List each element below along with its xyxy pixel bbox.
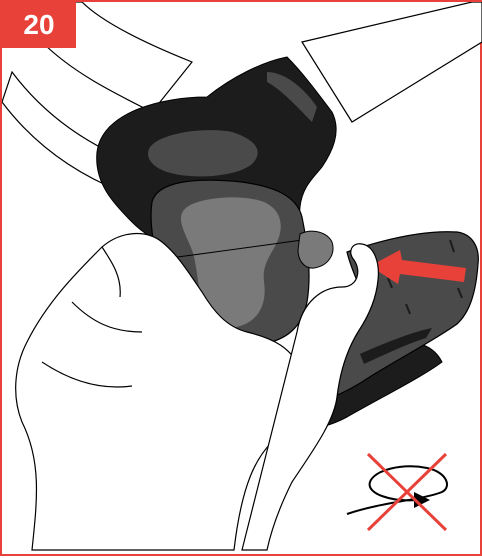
twist-loop: [347, 466, 447, 514]
knob: [298, 231, 333, 268]
no-twist-icon: [347, 454, 447, 530]
upper-tube-right: [302, 2, 482, 122]
step-number-badge: 20: [2, 2, 76, 48]
